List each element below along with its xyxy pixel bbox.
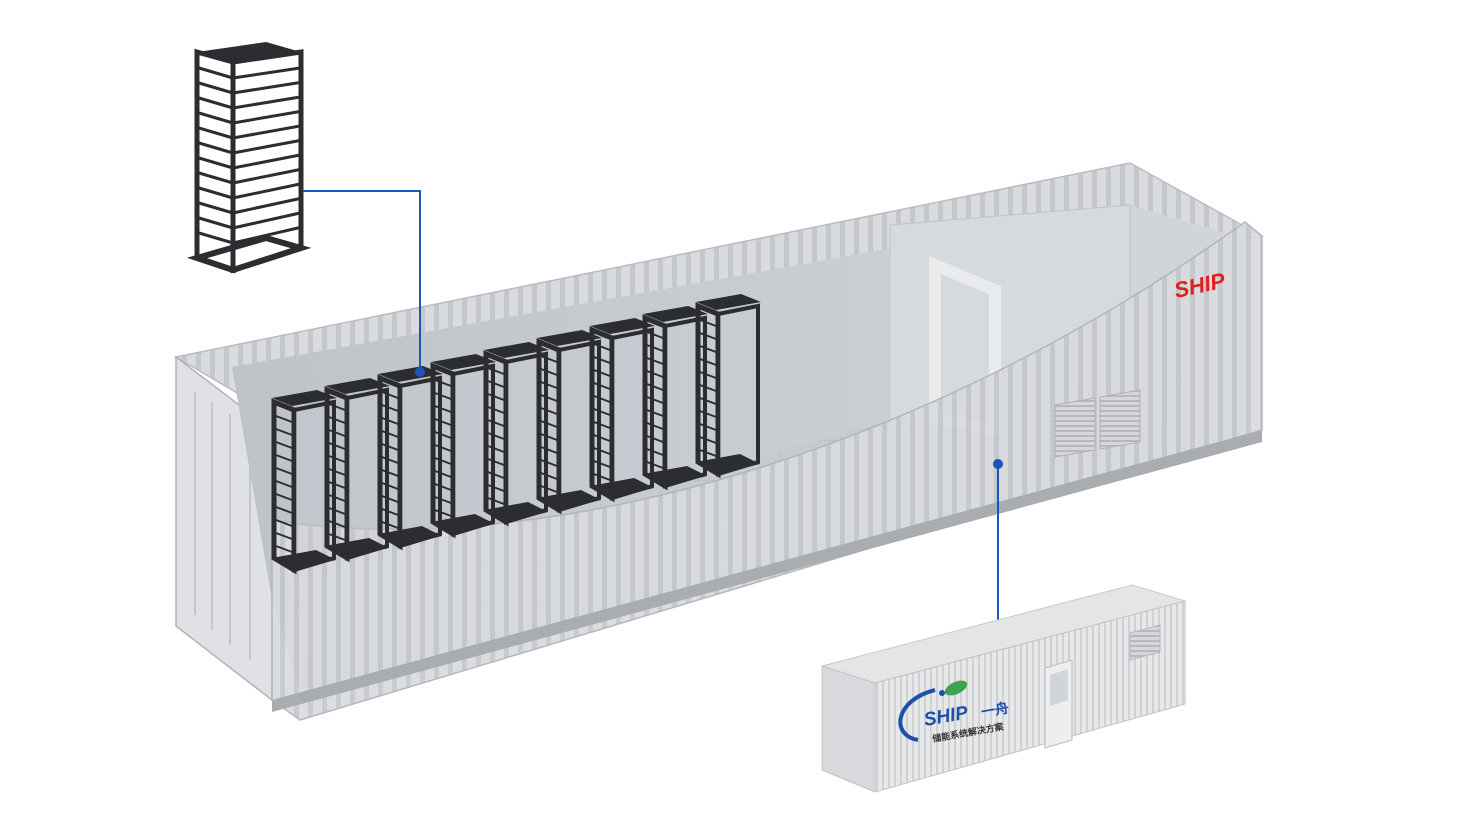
mini-container-brand-cn: 一舟	[980, 699, 1011, 721]
battery-rack	[589, 318, 655, 503]
callout-line-rack	[303, 190, 425, 377]
battery-rack-row	[271, 294, 761, 575]
mini-container: SHIP 一舟 储能系统解决方案	[820, 584, 1187, 793]
battery-rack	[324, 378, 390, 563]
battery-rack-icon	[186, 42, 312, 274]
battery-rack	[695, 294, 761, 479]
callout-line-container	[993, 459, 1003, 628]
container-front-wall	[271, 221, 1263, 721]
battery-rack	[642, 306, 708, 491]
battery-rack	[536, 330, 602, 515]
battery-rack	[430, 354, 496, 539]
vent-louvers	[1054, 389, 1141, 458]
battery-rack	[483, 342, 549, 527]
battery-rack	[271, 390, 337, 575]
battery-rack	[377, 366, 443, 551]
